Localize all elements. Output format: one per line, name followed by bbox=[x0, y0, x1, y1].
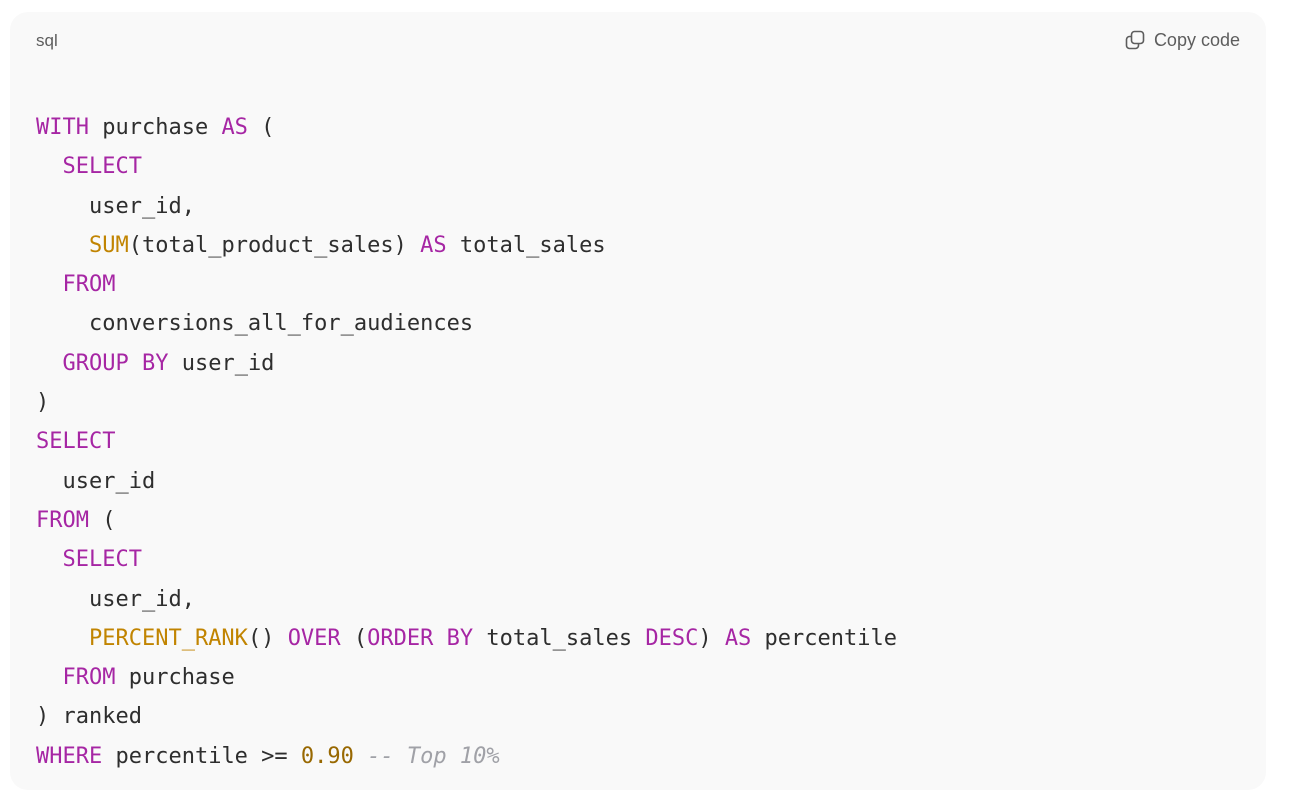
code-token-keyword: ORDER BY bbox=[367, 625, 474, 651]
code-token-number: 0.90 bbox=[300, 743, 354, 769]
code-token-identifier: percentile bbox=[751, 625, 898, 651]
code-token-identifier: user_id bbox=[168, 350, 275, 376]
code-line: WHERE percentile >= 0.90 -- Top 10% bbox=[36, 737, 1240, 776]
code-token-identifier: (total_product_sales) bbox=[128, 232, 421, 258]
code-token-identifier: total_sales bbox=[446, 232, 606, 258]
code-token-comment: -- Top 10% bbox=[367, 743, 500, 769]
code-token-identifier: ( bbox=[88, 507, 116, 533]
code-token-identifier: ) ranked bbox=[36, 704, 142, 730]
code-token-keyword: SELECT bbox=[36, 429, 116, 455]
code-line: FROM ( bbox=[36, 501, 1240, 540]
code-token-identifier: ( bbox=[247, 115, 275, 140]
code-token-keyword: WHERE bbox=[36, 743, 103, 769]
code-token-identifier: conversions_all_for_audiences bbox=[36, 311, 474, 337]
code-token-identifier: purchase bbox=[115, 665, 235, 691]
code-line: FROM purchase bbox=[36, 658, 1240, 697]
code-token-identifier bbox=[36, 154, 63, 179]
code-token-identifier bbox=[36, 233, 89, 258]
code-token-identifier: ) bbox=[36, 390, 50, 416]
code-token-identifier: user_id, bbox=[36, 193, 195, 219]
code-token-identifier: () bbox=[247, 625, 288, 651]
code-token-identifier: user_id bbox=[36, 468, 156, 494]
code-line: GROUP BY user_id bbox=[36, 344, 1240, 383]
code-token-identifier: user_id, bbox=[36, 586, 195, 612]
code-token-keyword: AS bbox=[724, 625, 752, 651]
code-token-keyword: AS bbox=[420, 232, 447, 258]
code-line: PERCENT_RANK() OVER (ORDER BY total_sale… bbox=[36, 619, 1240, 658]
code-token-identifier bbox=[36, 351, 63, 376]
code-line: SELECT bbox=[36, 540, 1240, 579]
code-line: SELECT bbox=[36, 147, 1240, 186]
code-token-identifier bbox=[354, 744, 367, 769]
code-token-identifier: ) bbox=[698, 625, 725, 651]
code-token-keyword: FROM bbox=[62, 272, 116, 298]
code-line: user_id, bbox=[36, 580, 1240, 619]
code-line: conversions_all_for_audiences bbox=[36, 304, 1240, 343]
code-token-identifier: purchase bbox=[88, 115, 222, 140]
code-token-keyword: OVER bbox=[287, 625, 341, 651]
code-token-identifier bbox=[36, 665, 63, 690]
code-token-function: PERCENT_RANK bbox=[88, 625, 248, 651]
code-block-header: sql Copy code bbox=[10, 12, 1266, 72]
code-line: FROM bbox=[36, 265, 1240, 304]
code-token-keyword: AS bbox=[221, 115, 248, 140]
copy-code-label: Copy code bbox=[1153, 29, 1240, 50]
code-token-identifier bbox=[36, 547, 63, 572]
code-block: sql Copy code WITH purchase AS ( SELECT … bbox=[10, 12, 1266, 790]
code-line: SELECT bbox=[36, 422, 1240, 461]
code-token-keyword: GROUP BY bbox=[62, 350, 169, 376]
code-token-function: SUM bbox=[88, 232, 129, 258]
code-line: WITH purchase AS ( bbox=[36, 108, 1240, 147]
code-token-keyword: SELECT bbox=[62, 154, 142, 180]
code-token-identifier: percentile >= bbox=[102, 743, 301, 769]
code-token-keyword: SELECT bbox=[62, 547, 142, 573]
code-token-keyword: WITH bbox=[36, 115, 89, 140]
language-label: sql bbox=[36, 31, 58, 50]
code-line: SUM(total_product_sales) AS total_sales bbox=[36, 226, 1240, 265]
code-line: user_id bbox=[36, 462, 1240, 501]
code-token-identifier bbox=[36, 626, 89, 651]
code-line: user_id, bbox=[36, 187, 1240, 226]
code-token-identifier bbox=[36, 272, 63, 297]
code-token-keyword: FROM bbox=[62, 665, 116, 691]
copy-icon bbox=[1124, 29, 1146, 51]
code-token-identifier: ( bbox=[340, 625, 368, 651]
code-line: ) ranked bbox=[36, 697, 1240, 736]
code-token-keyword: FROM bbox=[36, 507, 89, 533]
code-line: ) bbox=[36, 383, 1240, 422]
code-content[interactable]: WITH purchase AS ( SELECT user_id, SUM(t… bbox=[36, 108, 1240, 776]
code-token-keyword: DESC bbox=[645, 625, 699, 651]
code-token-identifier: total_sales bbox=[473, 625, 646, 651]
copy-code-button[interactable]: Copy code bbox=[1124, 29, 1240, 51]
